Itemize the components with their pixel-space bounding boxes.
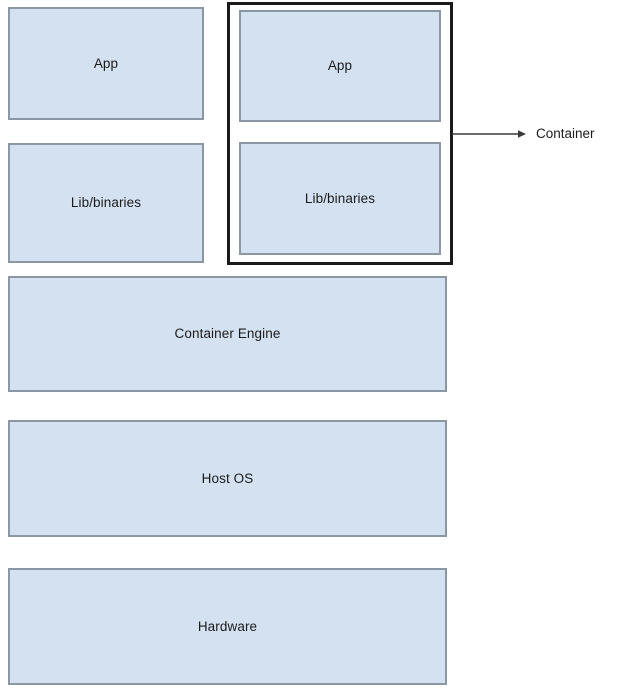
box-app-left: App [8, 7, 204, 120]
box-label: Lib/binaries [70, 195, 142, 211]
container-annotation-label: Container [536, 126, 595, 141]
box-app-container: App [239, 10, 441, 122]
box-label: Lib/binaries [304, 190, 376, 206]
box-lib-binaries-container: Lib/binaries [239, 142, 441, 255]
box-lib-binaries-left: Lib/binaries [8, 143, 204, 263]
box-label: App [327, 58, 353, 74]
box-container-engine: Container Engine [8, 276, 447, 392]
arrow-right-icon [452, 130, 526, 138]
box-label: Container Engine [174, 326, 281, 342]
box-hardware: Hardware [8, 568, 447, 685]
box-label: Host OS [201, 470, 254, 486]
box-label: Hardware [197, 618, 258, 634]
box-label: App [93, 55, 119, 71]
box-host-os: Host OS [8, 420, 447, 537]
